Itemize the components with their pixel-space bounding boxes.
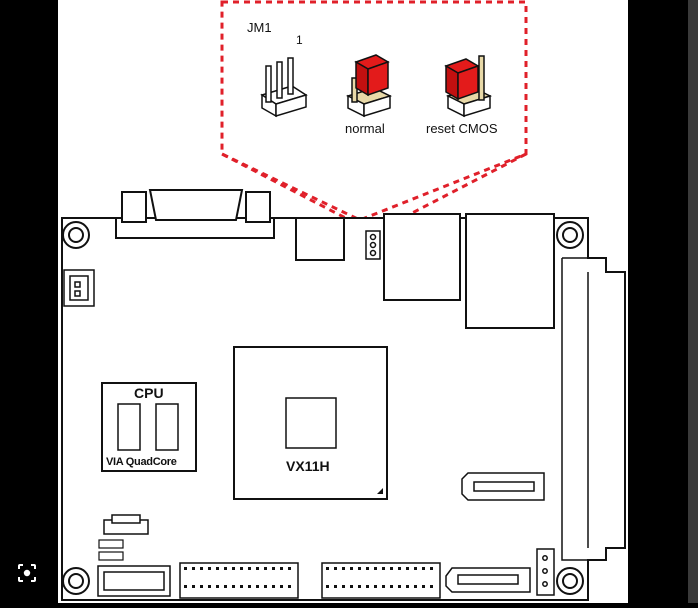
jm1-label: JM1 [247,20,272,35]
callout-leader-left [221,152,362,228]
visual-search-button[interactable] [14,560,40,586]
pin-header-middle-right [321,562,441,599]
led-header [98,539,124,561]
vga-connector [115,189,275,239]
mounting-hole-top-right [556,221,584,249]
normal-label: normal [345,121,385,136]
lan-port [383,213,461,301]
normal-jumper-icon [345,54,393,118]
reset-cmos-label: reset CMOS [426,121,498,136]
cpu-subtitle: VIA QuadCore [106,456,177,468]
visual-search-icon [18,564,36,582]
power-connector [295,217,345,261]
mounting-hole-top-left [62,221,90,249]
fan-connector [63,269,95,307]
usb-port-stack [465,213,555,329]
cpu-die-left [117,403,141,451]
board-inner-edge [561,257,606,561]
cpu-die-right [155,403,179,451]
scrollbar-track [688,0,698,603]
sata-connector-lower [445,567,531,593]
io-header-left [97,565,171,597]
jm1-header-on-board [365,230,381,260]
pin-one-label: 1 [296,33,303,47]
chipset-block [233,346,388,500]
callout-leader-right [386,152,527,228]
sata-connector-upper [461,472,545,501]
mounting-hole-bottom-right [556,567,584,595]
header-pins [184,567,433,588]
chipset-label: VX11H [286,458,330,474]
chipset-pin1-marker [377,488,383,494]
cpu-title: CPU [134,385,164,401]
reset-cmos-jumper-icon [444,55,493,118]
pin-header-middle-left [179,562,299,599]
small-header-right [536,548,555,596]
cpu-block [101,382,197,472]
jm1-pins-icon [260,57,308,118]
aux-connector [103,514,149,535]
callout-box [220,0,528,222]
mounting-hole-bottom-left [62,567,90,595]
chipset-die [285,397,337,449]
